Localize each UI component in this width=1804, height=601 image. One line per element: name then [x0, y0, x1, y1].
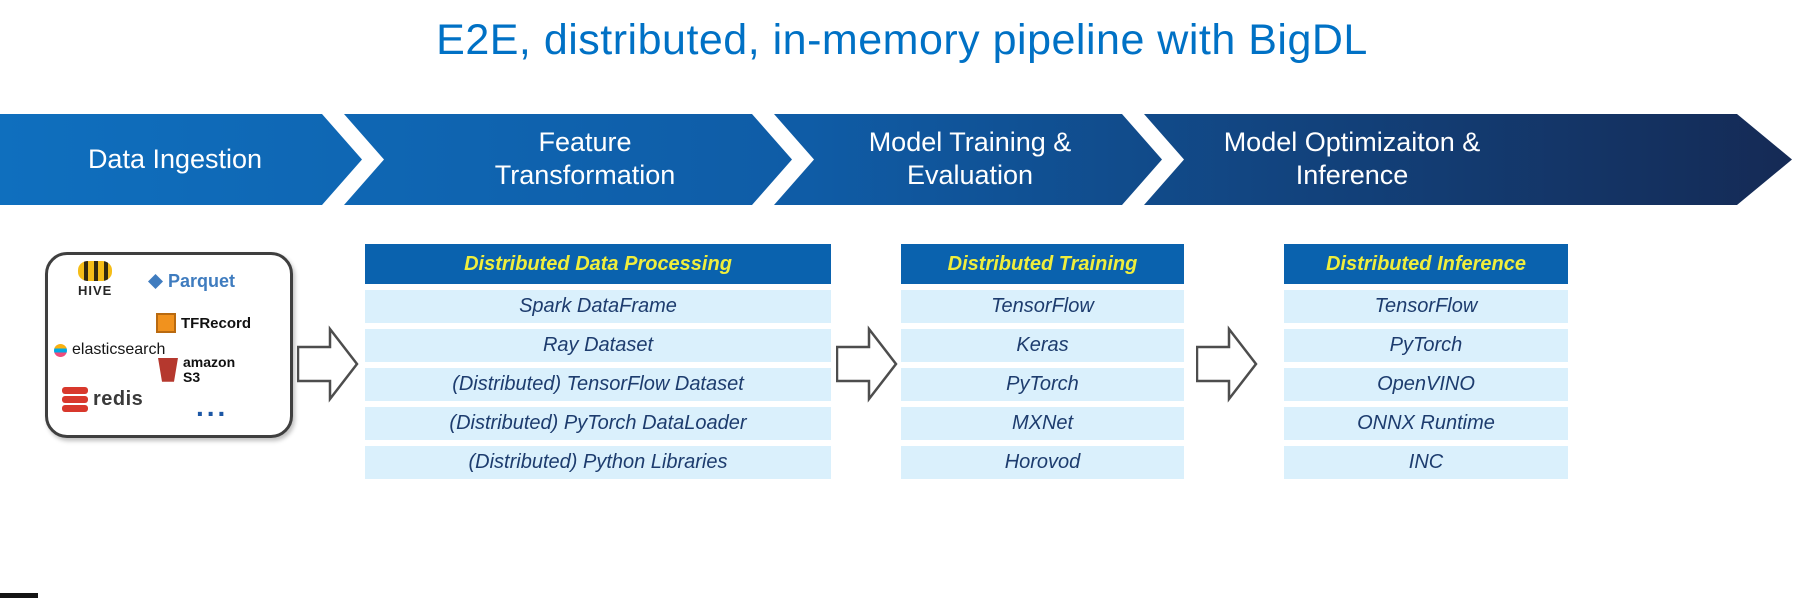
table-header: Distributed Training — [901, 244, 1184, 284]
hive-label: HIVE — [78, 283, 113, 298]
table-row: PyTorch — [901, 368, 1184, 401]
amazon-s3-logo: amazon S3 — [158, 355, 235, 384]
redis-logo: redis — [62, 387, 143, 412]
table-row: OpenVINO — [1284, 368, 1568, 401]
elasticsearch-logo: elasticsearch — [54, 341, 165, 359]
parquet-label: Parquet — [168, 271, 236, 291]
s3-bucket-icon — [158, 357, 178, 382]
hive-logo: HIVE — [78, 261, 113, 298]
chevron-separator-icon — [322, 114, 384, 205]
redis-icon-layer — [62, 387, 88, 394]
distributed-training-table: Distributed Training TensorFlow Keras Py… — [901, 244, 1184, 479]
table-row: (Distributed) PyTorch DataLoader — [365, 407, 831, 440]
data-sources-box: HIVE Parquet TFRecord elasticsearch amaz… — [45, 252, 293, 438]
elasticsearch-icon — [54, 343, 67, 357]
s3-label-s3: S3 — [183, 368, 201, 385]
stage-feature-transformation: Feature Transformation — [494, 127, 676, 190]
stage-model-optimization-inference: Model Optimizaiton & Inference — [1223, 127, 1481, 190]
distributed-inference-table: Distributed Inference TensorFlow PyTorch… — [1284, 244, 1568, 479]
redis-label: redis — [93, 388, 144, 410]
tfrecord-icon — [156, 313, 176, 333]
table-row: TensorFlow — [1284, 290, 1568, 323]
flow-arrow-icon — [297, 325, 359, 403]
pipeline-band-shape — [0, 114, 1792, 205]
tfrecord-label: TFRecord — [181, 314, 252, 332]
table-row: Ray Dataset — [365, 329, 831, 362]
table-row: Horovod — [901, 446, 1184, 479]
stage-model-training-evaluation: Model Training & Evaluation — [868, 127, 1072, 190]
table-row: TensorFlow — [901, 290, 1184, 323]
redis-icon-layer — [62, 405, 88, 412]
table-row: Keras — [901, 329, 1184, 362]
table-row: INC — [1284, 446, 1568, 479]
table-row: ONNX Runtime — [1284, 407, 1568, 440]
distributed-data-processing-table: Distributed Data Processing Spark DataFr… — [365, 244, 831, 479]
table-row: (Distributed) TensorFlow Dataset — [365, 368, 831, 401]
table-row: Spark DataFrame — [365, 290, 831, 323]
parquet-icon — [148, 274, 163, 289]
redis-icon-layer — [62, 396, 88, 403]
chevron-separator-icon — [752, 114, 814, 205]
chevron-separator-icon — [1122, 114, 1184, 205]
elasticsearch-label: elasticsearch — [72, 341, 166, 358]
diagram-title: E2E, distributed, in-memory pipeline wit… — [436, 16, 1368, 64]
flow-arrow-icon — [836, 325, 898, 403]
more-sources-ellipsis: ... — [196, 391, 229, 422]
s3-label: amazon S3 — [183, 355, 235, 384]
slide-edge-line — [0, 593, 38, 598]
table-row: PyTorch — [1284, 329, 1568, 362]
tfrecord-logo: TFRecord — [156, 313, 251, 333]
table-header: Distributed Data Processing — [365, 244, 831, 284]
flow-arrow-icon — [1196, 325, 1258, 403]
s3-label-amazon: amazon — [183, 354, 236, 370]
table-row: (Distributed) Python Libraries — [365, 446, 831, 479]
pipeline-band — [0, 114, 1792, 205]
table-header: Distributed Inference — [1284, 244, 1568, 284]
hive-bee-icon — [78, 261, 113, 281]
parquet-logo: Parquet — [148, 271, 235, 292]
redis-icon — [62, 387, 88, 412]
stage-data-ingestion: Data Ingestion — [87, 143, 263, 174]
table-row: MXNet — [901, 407, 1184, 440]
